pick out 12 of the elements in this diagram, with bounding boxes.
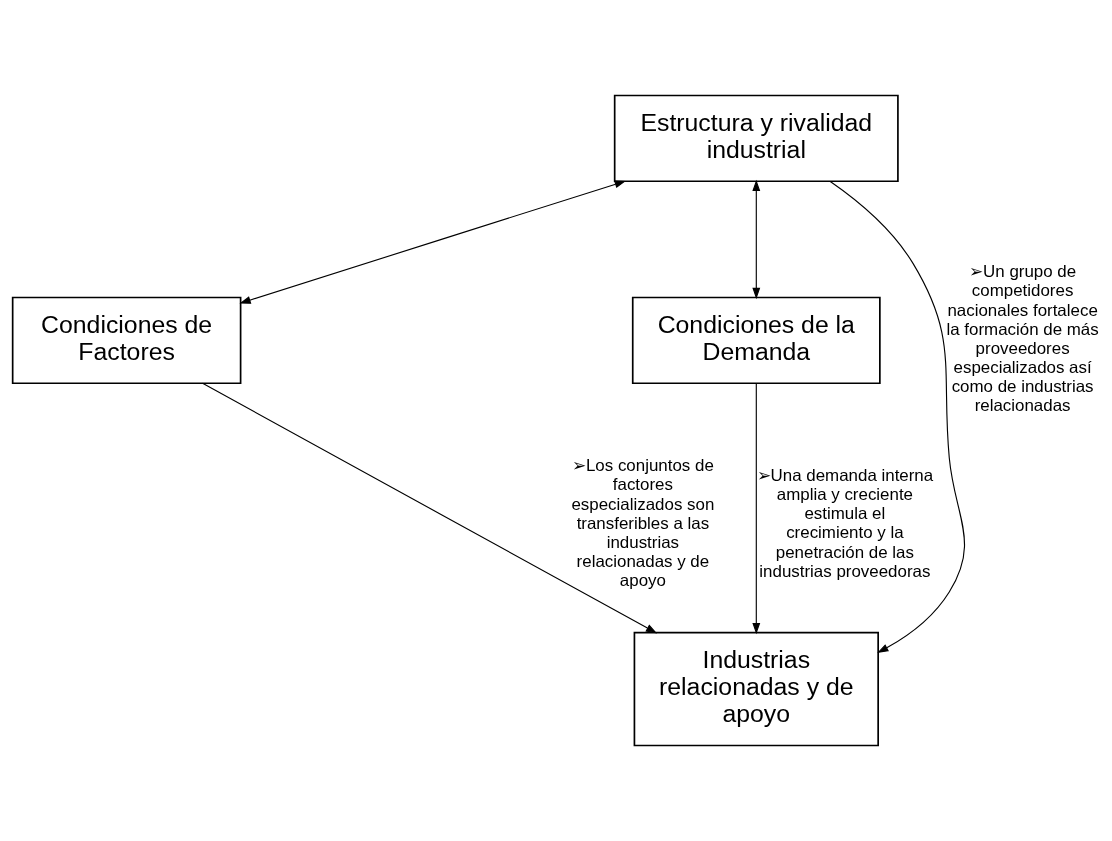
arrow <box>752 179 761 300</box>
node-box: Industrias relacionadas y de apoyo <box>633 631 879 747</box>
node-box: Condiciones de Factores <box>11 296 242 385</box>
arrow <box>752 382 761 635</box>
arrow <box>239 180 626 304</box>
edge-label: ➢Los conjuntos de factores especializados son transferibles a las industrias relacionadas y de apoyo <box>571 456 715 591</box>
edge-label: ➢Un grupo de competidores nacionales fortalece la formación de más proveedores especializados así como de industrias relacionadas <box>946 262 1099 416</box>
node-box: Estructura y rivalidad industrial <box>613 94 899 183</box>
arrow <box>202 382 658 634</box>
node-box: Condiciones de la Demanda <box>631 296 881 385</box>
edge-label: ➢Una demanda interna amplia y creciente estimula el crecimiento y la penetración de las industrias proveedoras <box>756 465 934 581</box>
arrow <box>829 180 965 653</box>
